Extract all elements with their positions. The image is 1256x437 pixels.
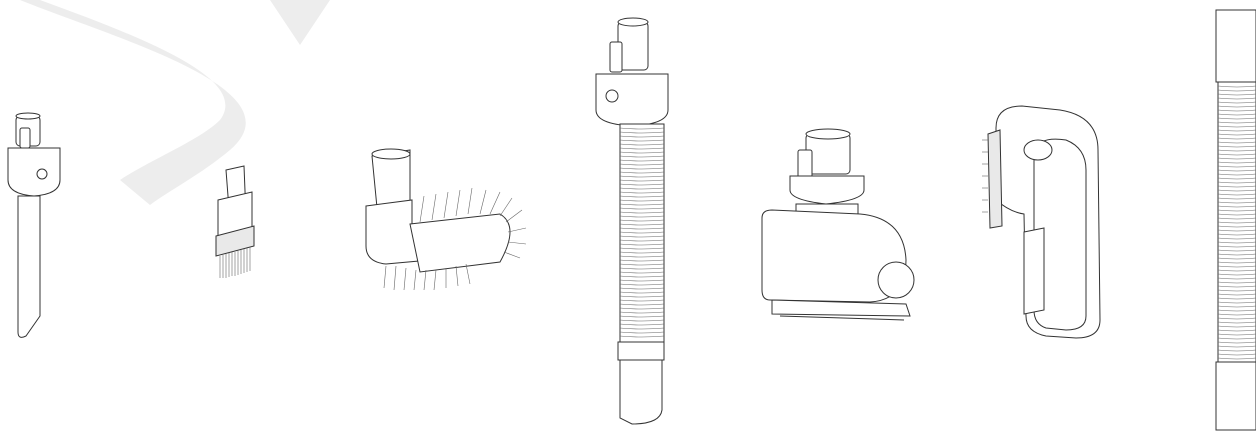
mini-motorized-brush-icon: [761, 128, 915, 321]
mini-brush-icon: [215, 165, 255, 278]
extension-tube-icon: [595, 17, 669, 425]
flexible-hose-icon: [1215, 9, 1256, 431]
round-brush-icon: [365, 148, 527, 291]
watermark-logo: [20, 0, 330, 205]
crevice-tool-icon: [7, 112, 61, 338]
bent-brush-adapter-icon: [982, 105, 1101, 339]
